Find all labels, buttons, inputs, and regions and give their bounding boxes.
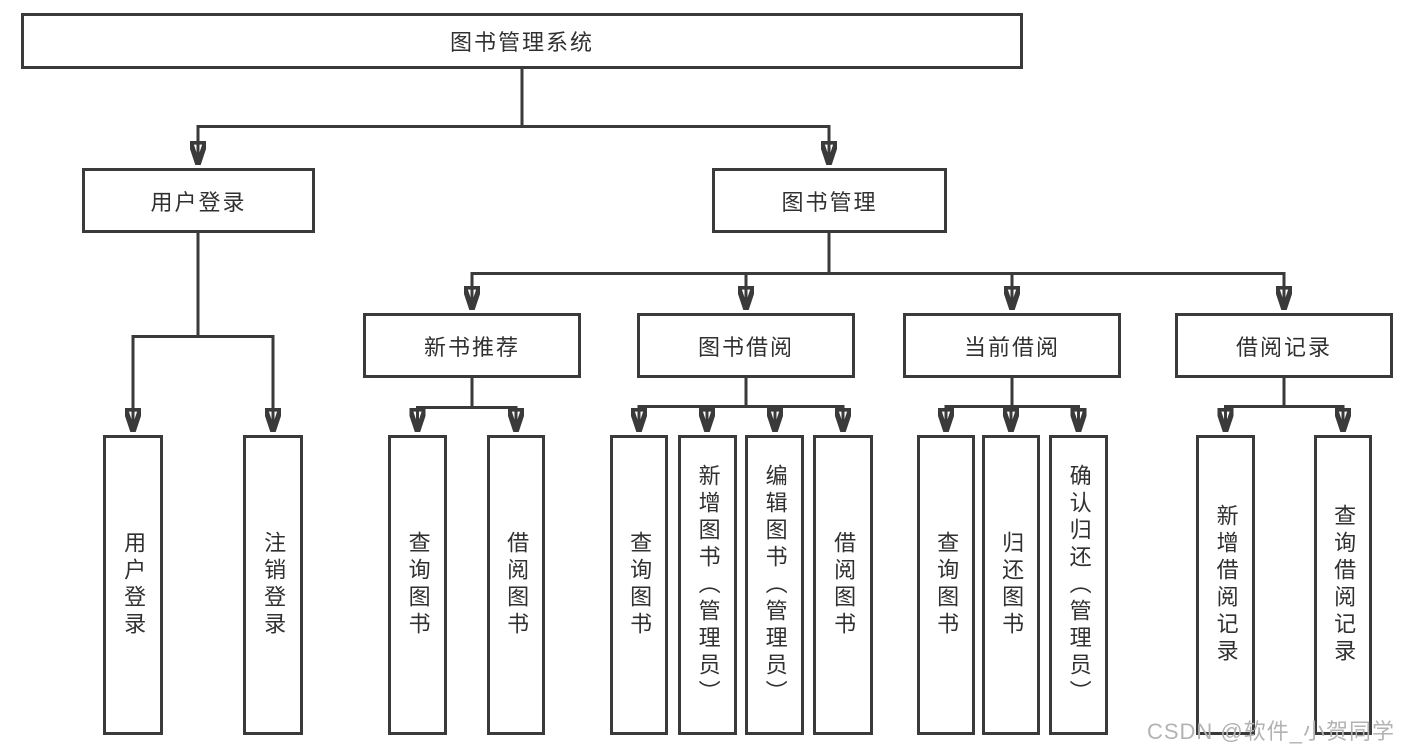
connector-root-to-level2: [197, 68, 831, 165]
node-borrow-records: 借阅记录: [1175, 313, 1393, 378]
leaf-recommend-query-books: 查询图书: [388, 435, 447, 735]
node-current-borrow: 当前借阅: [903, 313, 1121, 378]
node-root-library-management-system: 图书管理系统: [21, 13, 1023, 69]
leaf-records-add-borrow-record: 新增借阅记录: [1196, 435, 1255, 735]
node-book-management: 图书管理: [712, 168, 947, 233]
node-user-login: 用户登录: [82, 168, 315, 233]
connector-records-to-leaves: [1224, 377, 1345, 432]
leaf-current-confirm-return-admin: 确认归还（管理员）: [1049, 435, 1108, 735]
csdn-watermark: CSDN @软件_小贺同学: [1146, 719, 1395, 744]
connector-recommend-to-leaves: [416, 377, 518, 432]
node-new-book-recommend: 新书推荐: [363, 313, 581, 378]
leaf-records-query-borrow-record: 查询借阅记录: [1314, 435, 1372, 735]
leaf-borrow-edit-books-admin: 编辑图书（管理员）: [745, 435, 804, 735]
leaf-borrow-add-books-admin: 新增图书（管理员）: [678, 435, 737, 735]
node-book-borrow: 图书借阅: [637, 313, 855, 378]
leaf-borrow-borrow-books: 借阅图书: [813, 435, 873, 735]
leaf-recommend-borrow-books: 借阅图书: [487, 435, 545, 735]
leaf-logout: 注销登录: [243, 435, 303, 735]
leaf-current-return-books: 归还图书: [982, 435, 1040, 735]
leaf-borrow-query-books: 查询图书: [610, 435, 668, 735]
connector-borrow-to-leaves: [638, 377, 845, 432]
connector-current-to-leaves: [945, 377, 1081, 432]
leaf-current-query-books: 查询图书: [917, 435, 975, 735]
connector-book-management-to-level3: [471, 232, 1286, 310]
connector-user-login-to-leaves: [132, 232, 275, 432]
leaf-user-login: 用户登录: [103, 435, 163, 735]
